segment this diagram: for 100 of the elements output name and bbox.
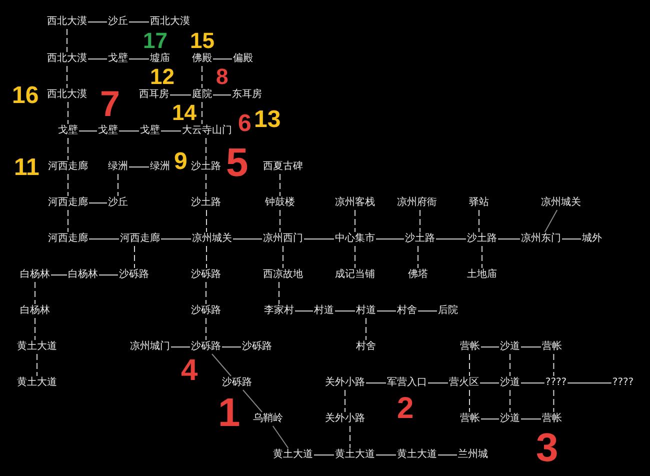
place-name: 沙砾路 — [191, 305, 221, 317]
place-name: 戈壁 — [140, 125, 160, 137]
callout-number: 17 — [143, 30, 168, 52]
place-name: 关外小路 — [325, 413, 365, 425]
place-name: 钟鼓楼 — [265, 197, 295, 209]
route-line — [160, 238, 192, 240]
place-name: 凉州城关 — [192, 233, 232, 245]
callout-number: 4 — [181, 356, 198, 386]
place-name: 后院 — [438, 305, 458, 317]
place-name: ???? — [545, 377, 567, 389]
route-line — [212, 58, 232, 60]
place-name: 黄土大道 — [397, 449, 437, 461]
place-name: 李家村 — [264, 305, 294, 317]
place-name: 西北大漠 — [47, 53, 87, 65]
place-name: 西凉故地 — [263, 269, 303, 281]
route-line — [66, 28, 68, 52]
place-name: 村舍 — [356, 341, 376, 353]
place-name: 大云寺山门 — [182, 125, 232, 137]
place-name: 西北大漠 — [47, 16, 87, 28]
callout-number: 13 — [254, 108, 281, 132]
place-name: 沙砾路 — [119, 269, 149, 281]
route-line — [282, 246, 284, 268]
place-name: 营帐 — [460, 413, 480, 425]
route-line — [520, 418, 542, 420]
callout-number: 12 — [150, 66, 174, 88]
place-name: 戈壁 — [108, 53, 128, 65]
place-name: 成记当铺 — [335, 269, 375, 281]
place-name: 黄土大道 — [17, 377, 57, 389]
route-line — [88, 238, 120, 240]
route-line — [376, 310, 396, 312]
place-name: 沙丘 — [108, 197, 128, 209]
route-line — [34, 282, 36, 304]
route-line — [469, 354, 470, 376]
place-name: 沙砾路 — [242, 341, 272, 353]
route-line — [212, 354, 232, 376]
route-line — [567, 382, 612, 384]
place-name: 土地庙 — [467, 269, 497, 281]
route-line — [304, 238, 334, 240]
place-name: 戈壁 — [98, 125, 118, 137]
route-line — [206, 246, 207, 268]
route-line — [334, 310, 356, 312]
route-line — [428, 382, 448, 384]
place-name: 凉州东门 — [521, 233, 561, 245]
route-line — [544, 210, 558, 232]
route-line — [376, 454, 396, 456]
place-name: 凉州府衙 — [397, 197, 437, 209]
route-line — [354, 210, 356, 232]
route-line — [436, 238, 466, 240]
route-line — [520, 382, 545, 384]
route-line — [222, 346, 242, 348]
place-name: 沙砾路 — [191, 341, 221, 353]
place-name: 西北大漠 — [47, 89, 87, 101]
place-name: 白杨林 — [20, 269, 50, 281]
route-line — [469, 390, 470, 412]
callout-number: 2 — [397, 394, 414, 424]
route-line — [480, 418, 500, 420]
place-name: 村道 — [314, 305, 334, 317]
route-line — [118, 130, 140, 132]
callout-number: 9 — [174, 150, 188, 174]
route-line — [314, 454, 334, 456]
route-line — [272, 426, 289, 448]
place-name: 偏殿 — [233, 53, 253, 65]
place-name: 军营入口 — [387, 377, 427, 389]
route-line — [562, 238, 582, 240]
route-line — [36, 354, 38, 376]
place-name: 墟庙 — [150, 53, 170, 65]
place-name: 沙砾路 — [191, 269, 221, 281]
place-name: 沙土路 — [191, 161, 221, 173]
place-name: 凉州客栈 — [335, 197, 375, 209]
route-line — [278, 282, 280, 304]
route-line — [170, 94, 192, 96]
place-name: 庭院 — [192, 89, 212, 101]
place-name: 沙道 — [500, 413, 520, 425]
place-name: 白杨林 — [20, 305, 50, 317]
callout-number: 6 — [238, 112, 252, 136]
place-name: 营火区 — [449, 377, 479, 389]
route-line — [98, 274, 118, 276]
route-line — [242, 390, 262, 412]
callout-number: 5 — [226, 143, 248, 183]
place-name: 白杨林 — [68, 269, 98, 281]
place-name: 黄土大道 — [335, 449, 375, 461]
route-line — [480, 346, 500, 348]
place-name: 河西走廊 — [48, 197, 88, 209]
place-name: 沙土路 — [405, 233, 435, 245]
place-name: 沙砾路 — [222, 377, 252, 389]
route-line — [344, 390, 346, 412]
route-line — [212, 94, 232, 96]
callout-number: 7 — [100, 86, 120, 122]
route-line — [232, 238, 262, 240]
callout-number: 15 — [190, 30, 214, 52]
place-name: 中心集市 — [335, 233, 375, 245]
place-name: 凉州西门 — [263, 233, 303, 245]
place-name: 沙丘 — [108, 16, 128, 28]
place-name: 兰州城 — [458, 449, 488, 461]
route-line — [128, 58, 150, 60]
place-name: 绿洲 — [108, 161, 128, 173]
route-line — [498, 238, 520, 240]
route-line — [50, 274, 68, 276]
place-name: 西北大漠 — [150, 16, 190, 28]
route-line — [354, 246, 356, 268]
